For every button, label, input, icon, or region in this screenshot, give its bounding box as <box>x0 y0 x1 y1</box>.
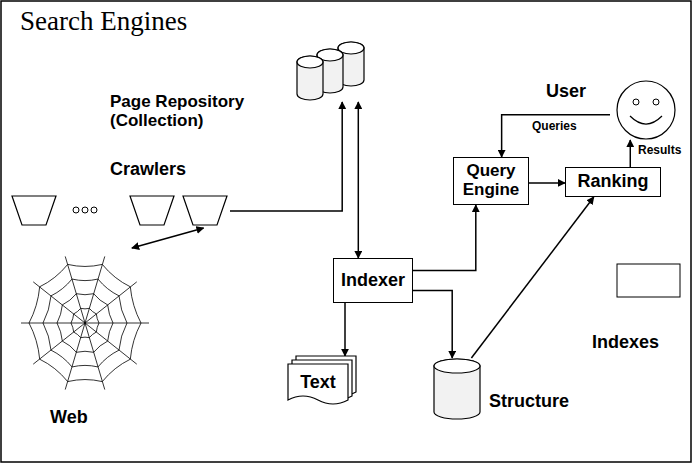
face-outline <box>617 81 675 139</box>
connector-arrow <box>630 140 632 167</box>
web-graphic: Web <box>18 248 152 404</box>
cylinder-top <box>297 56 323 68</box>
node-outline <box>18 248 152 404</box>
web-spoke <box>33 323 85 364</box>
connector-arrow <box>413 290 452 358</box>
node-outline <box>433 358 481 420</box>
connector-arrow <box>471 197 593 358</box>
empty-box <box>617 264 680 297</box>
node-label: User <box>546 82 586 102</box>
face-eye <box>633 99 639 105</box>
web-spoke <box>21 323 85 324</box>
connector-arrow <box>344 303 346 356</box>
connector-arrow <box>230 102 342 211</box>
query-engine-box: Query Engine <box>453 157 529 205</box>
crawler-symbol <box>12 196 56 225</box>
box-label: Indexer <box>341 271 405 291</box>
diagram-title: Search Engines <box>20 6 187 37</box>
box-label: Ranking <box>577 172 648 192</box>
face-eye <box>653 99 659 105</box>
node-label: Web <box>50 408 88 428</box>
page-repository: Page Repository (Collection) <box>296 42 366 102</box>
cylinder-body <box>297 56 323 100</box>
crawler-symbol <box>130 196 174 225</box>
crawler-symbol <box>183 196 227 225</box>
connector-arrow <box>502 115 610 157</box>
connector-arrow <box>358 102 360 258</box>
document-page <box>288 364 348 404</box>
web-spoke <box>33 282 85 323</box>
user-face: User <box>610 80 682 140</box>
cylinder-top <box>434 359 480 373</box>
edge-label: Queries <box>530 119 579 133</box>
ellipsis-dot <box>82 207 88 213</box>
ranking-box: Ranking <box>565 167 661 197</box>
node-label: Structure <box>489 392 569 412</box>
edge-label: Results <box>636 143 683 157</box>
web-spoke <box>85 282 137 323</box>
web-ring <box>43 279 127 367</box>
node-outline <box>296 42 366 102</box>
cylinder-body <box>434 359 480 419</box>
ellipsis-dot <box>91 207 97 213</box>
face-smile <box>630 116 662 124</box>
connector-arrow <box>132 228 204 248</box>
web-ring <box>57 294 113 353</box>
node-label: Text <box>288 373 348 393</box>
node-label: Page Repository (Collection) <box>110 93 260 130</box>
ellipsis-dot <box>73 207 79 213</box>
node-outline <box>610 80 682 140</box>
box-label: Query Engine <box>460 162 522 199</box>
web-ring <box>71 308 99 337</box>
node-outline <box>10 194 230 228</box>
section-label: Indexes <box>592 332 659 353</box>
web-spoke <box>85 323 149 324</box>
text-document: Text <box>288 356 358 408</box>
web-spoke <box>85 323 137 364</box>
crawlers-group: Crawlers <box>10 194 230 228</box>
structure-cylinder: Structure <box>433 358 481 420</box>
connector-arrow <box>413 205 476 271</box>
node-label: Crawlers <box>110 160 186 180</box>
web-ring <box>29 264 141 381</box>
indexer-box: Indexer <box>333 258 413 303</box>
connector-arrow <box>529 182 565 184</box>
